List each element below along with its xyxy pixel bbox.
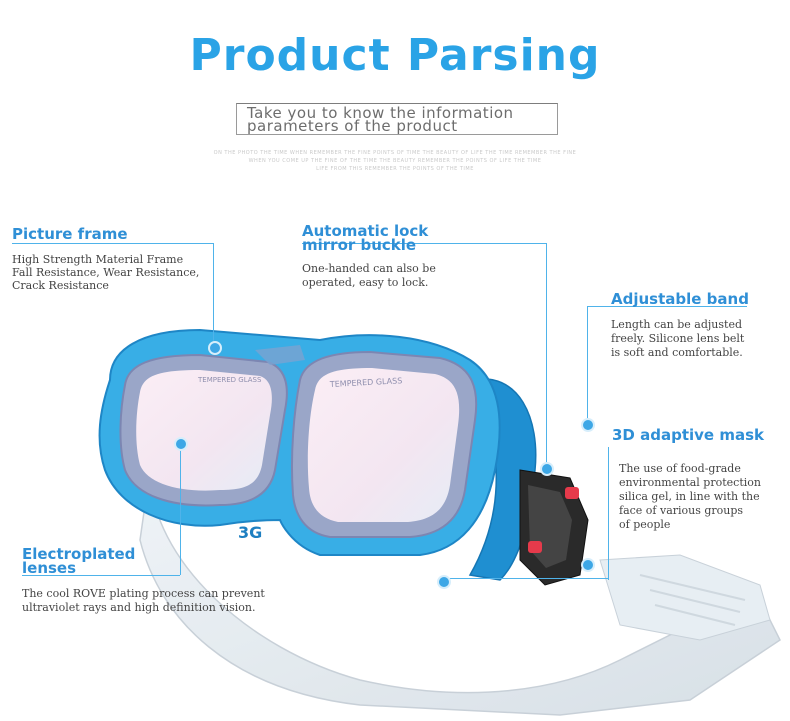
hotspot-mask-2[interactable] bbox=[437, 575, 451, 589]
lenses-title-1: Electroplated bbox=[22, 545, 136, 563]
callout-line-band-v bbox=[587, 306, 588, 424]
picture-frame-desc-1: High Strength Material Frame bbox=[12, 253, 184, 266]
hotspot-auto-lock[interactable] bbox=[540, 462, 554, 476]
mask-desc-5: of people bbox=[619, 518, 671, 531]
picture-frame-title: Picture frame bbox=[12, 225, 128, 243]
brand-mark: 3G bbox=[238, 523, 262, 542]
picture-frame-desc-3: Crack Resistance bbox=[12, 279, 109, 292]
hotspot-lenses[interactable] bbox=[174, 437, 188, 451]
callout-line-auto-lock-v bbox=[546, 243, 547, 465]
callout-line-mask-v bbox=[608, 447, 609, 580]
auto-lock-title-2: mirror buckle bbox=[302, 236, 417, 254]
buckle-button-bottom bbox=[528, 541, 542, 553]
picture-frame-desc-2: Fall Resistance, Wear Resistance, bbox=[12, 266, 200, 279]
buckle-button-top bbox=[565, 487, 579, 499]
lens-print: TEMPERED GLASS bbox=[329, 376, 403, 389]
callout-line-band bbox=[587, 306, 747, 307]
auto-lock-desc-1: One-handed can also be bbox=[302, 262, 436, 275]
subtitle-line-1: Take you to know the information bbox=[247, 104, 514, 122]
auto-lock-title-1: Automatic lock bbox=[302, 222, 429, 240]
page-title: Product Parsing bbox=[189, 30, 601, 81]
hotspot-band[interactable] bbox=[581, 418, 595, 432]
callout-line-auto-lock bbox=[302, 243, 547, 244]
hotspot-mask[interactable] bbox=[581, 558, 595, 572]
mask-desc-3: silica gel, in line with the bbox=[619, 490, 760, 503]
auto-lock-desc-2: operated, easy to lock. bbox=[302, 276, 429, 289]
fine-print-2: WHEN YOU COME UP THE FINE OF THE TIME TH… bbox=[248, 158, 542, 164]
band-desc-3: is soft and comfortable. bbox=[611, 346, 743, 359]
lenses-title-2: lenses bbox=[22, 559, 77, 577]
subtitle-line-2: parameters of the product bbox=[247, 117, 458, 135]
hotspot-picture-frame[interactable] bbox=[208, 341, 222, 355]
mask-title: 3D adaptive mask bbox=[612, 426, 764, 444]
lenses-desc-1: The cool ROVE plating process can preven… bbox=[22, 587, 265, 600]
band-desc-2: freely. Silicone lens belt bbox=[611, 332, 745, 345]
mask-desc-1: The use of food-grade bbox=[619, 462, 741, 475]
lenses-desc-2: ultraviolet rays and high definition vis… bbox=[22, 601, 256, 614]
lens-print-left: TEMPERED GLASS bbox=[197, 376, 262, 384]
callout-line-picture-frame-v bbox=[213, 243, 214, 346]
callout-line-lenses bbox=[22, 575, 180, 576]
mask-desc-4: face of various groups bbox=[619, 504, 744, 517]
band-desc-1: Length can be adjusted bbox=[611, 318, 743, 331]
mask-desc-2: environmental protection bbox=[619, 476, 761, 489]
fine-print-1: ON THE PHOTO THE TIME WHEN REMEMBER THE … bbox=[213, 150, 577, 156]
callout-line-mask bbox=[448, 578, 608, 579]
callout-line-picture-frame bbox=[12, 243, 214, 244]
band-title: Adjustable band bbox=[611, 290, 749, 308]
subtitle-box: Take you to know the information paramet… bbox=[236, 103, 558, 135]
fine-print-3: LIFE FROM THIS REMEMBER THE POINTS OF TH… bbox=[316, 166, 474, 172]
callout-line-lenses-v bbox=[180, 440, 181, 575]
